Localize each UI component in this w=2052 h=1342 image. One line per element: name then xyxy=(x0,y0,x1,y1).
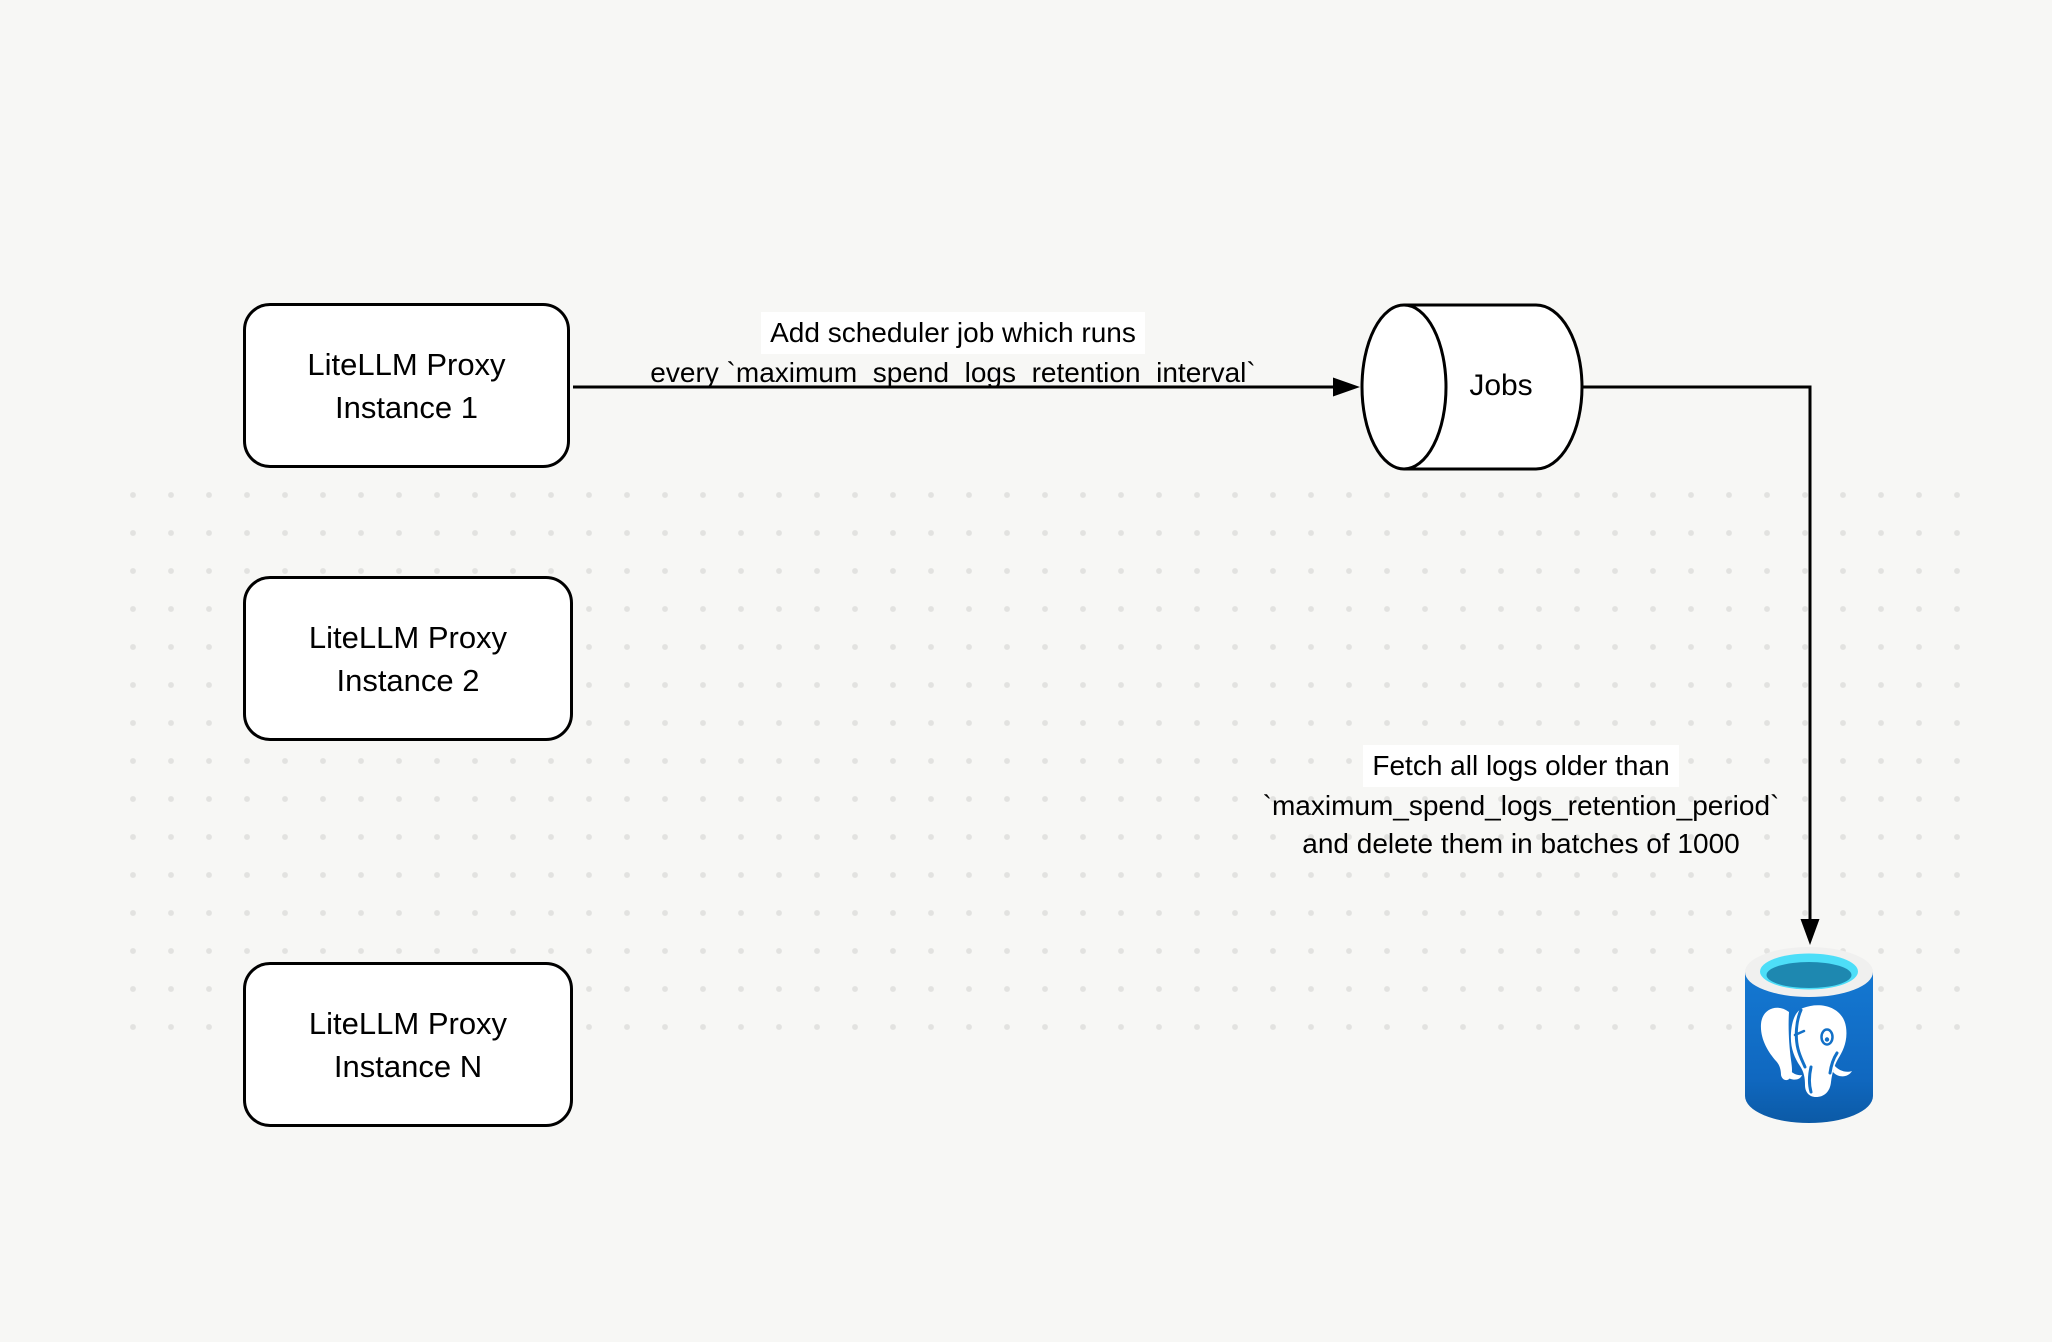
node-label-line: LiteLLM Proxy xyxy=(307,346,506,382)
node-label-line: Instance 2 xyxy=(336,662,480,698)
scheduler-arrowhead-icon xyxy=(1333,377,1360,397)
jobs-node-label: Jobs xyxy=(1469,369,1533,402)
postgresql-database-icon xyxy=(1745,947,1873,1123)
node-proxy-instance-1: LiteLLM Proxy Instance 1 xyxy=(243,303,570,468)
cleanup-arrowhead-icon xyxy=(1800,919,1820,945)
node-label-line: Instance 1 xyxy=(334,389,479,425)
cleanup-connector-line xyxy=(1582,385,1812,921)
node-proxy-instance-n: LiteLLM Proxy Instance N xyxy=(243,962,573,1127)
postgres-elephant-icon xyxy=(1760,1005,1852,1097)
postgres-cylinder-inner xyxy=(1766,962,1852,988)
node-label-line: Instance N xyxy=(333,1048,483,1084)
node-proxy-instance-2: LiteLLM Proxy Instance 2 xyxy=(243,576,573,741)
node-label-line: LiteLLM Proxy xyxy=(308,619,508,655)
jobs-cylinder-shape xyxy=(1360,303,1584,471)
node-label-line: LiteLLM Proxy xyxy=(308,1005,508,1041)
